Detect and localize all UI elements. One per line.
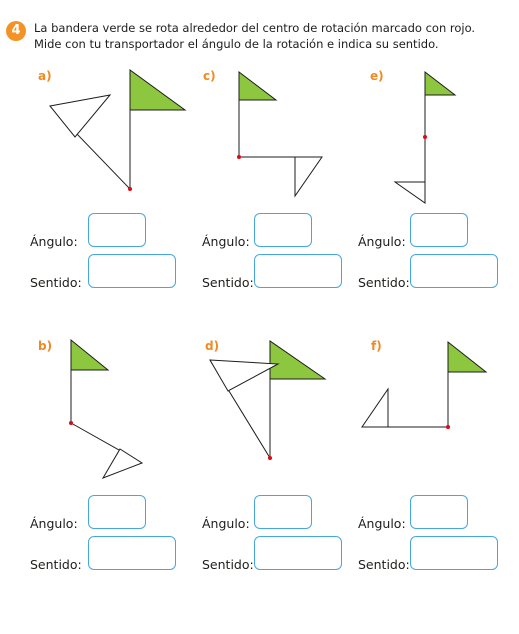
instructions: La bandera verde se rota alrededor del c… [34, 20, 514, 52]
angle-input-c[interactable] [254, 213, 312, 247]
part-label-c: c) [203, 69, 216, 83]
sense-label-d: Sentido: [202, 557, 254, 572]
angle-label-a: Ángulo: [30, 234, 78, 249]
part-label-a: a) [38, 69, 52, 83]
instructions-line-2: Mide con tu transportador el ángulo de l… [34, 37, 439, 51]
exercise-number-badge: 4 [6, 21, 26, 41]
angle-input-e[interactable] [410, 213, 468, 247]
instructions-line-1: La bandera verde se rota alrededor del c… [34, 21, 476, 35]
angle-input-b[interactable] [88, 495, 146, 529]
sense-input-e[interactable] [410, 254, 498, 288]
part-label-f: f) [371, 339, 382, 353]
angle-label-b: Ángulo: [30, 516, 78, 531]
sense-label-a: Sentido: [30, 275, 82, 290]
angle-label-c: Ángulo: [202, 234, 250, 249]
sense-input-c[interactable] [254, 254, 342, 288]
sense-input-a[interactable] [88, 254, 176, 288]
part-label-d: d) [205, 339, 220, 353]
angle-input-f[interactable] [410, 495, 468, 529]
angle-label-d: Ángulo: [202, 516, 250, 531]
angle-input-a[interactable] [88, 213, 146, 247]
sense-label-e: Sentido: [358, 275, 410, 290]
part-label-b: b) [38, 339, 53, 353]
angle-input-d[interactable] [254, 495, 312, 529]
sense-input-f[interactable] [410, 536, 498, 570]
sense-label-b: Sentido: [30, 557, 82, 572]
angle-label-e: Ángulo: [358, 234, 406, 249]
sense-label-c: Sentido: [202, 275, 254, 290]
angle-label-f: Ángulo: [358, 516, 406, 531]
sense-input-b[interactable] [88, 536, 176, 570]
part-label-e: e) [370, 69, 384, 83]
sense-input-d[interactable] [254, 536, 342, 570]
sense-label-f: Sentido: [358, 557, 410, 572]
